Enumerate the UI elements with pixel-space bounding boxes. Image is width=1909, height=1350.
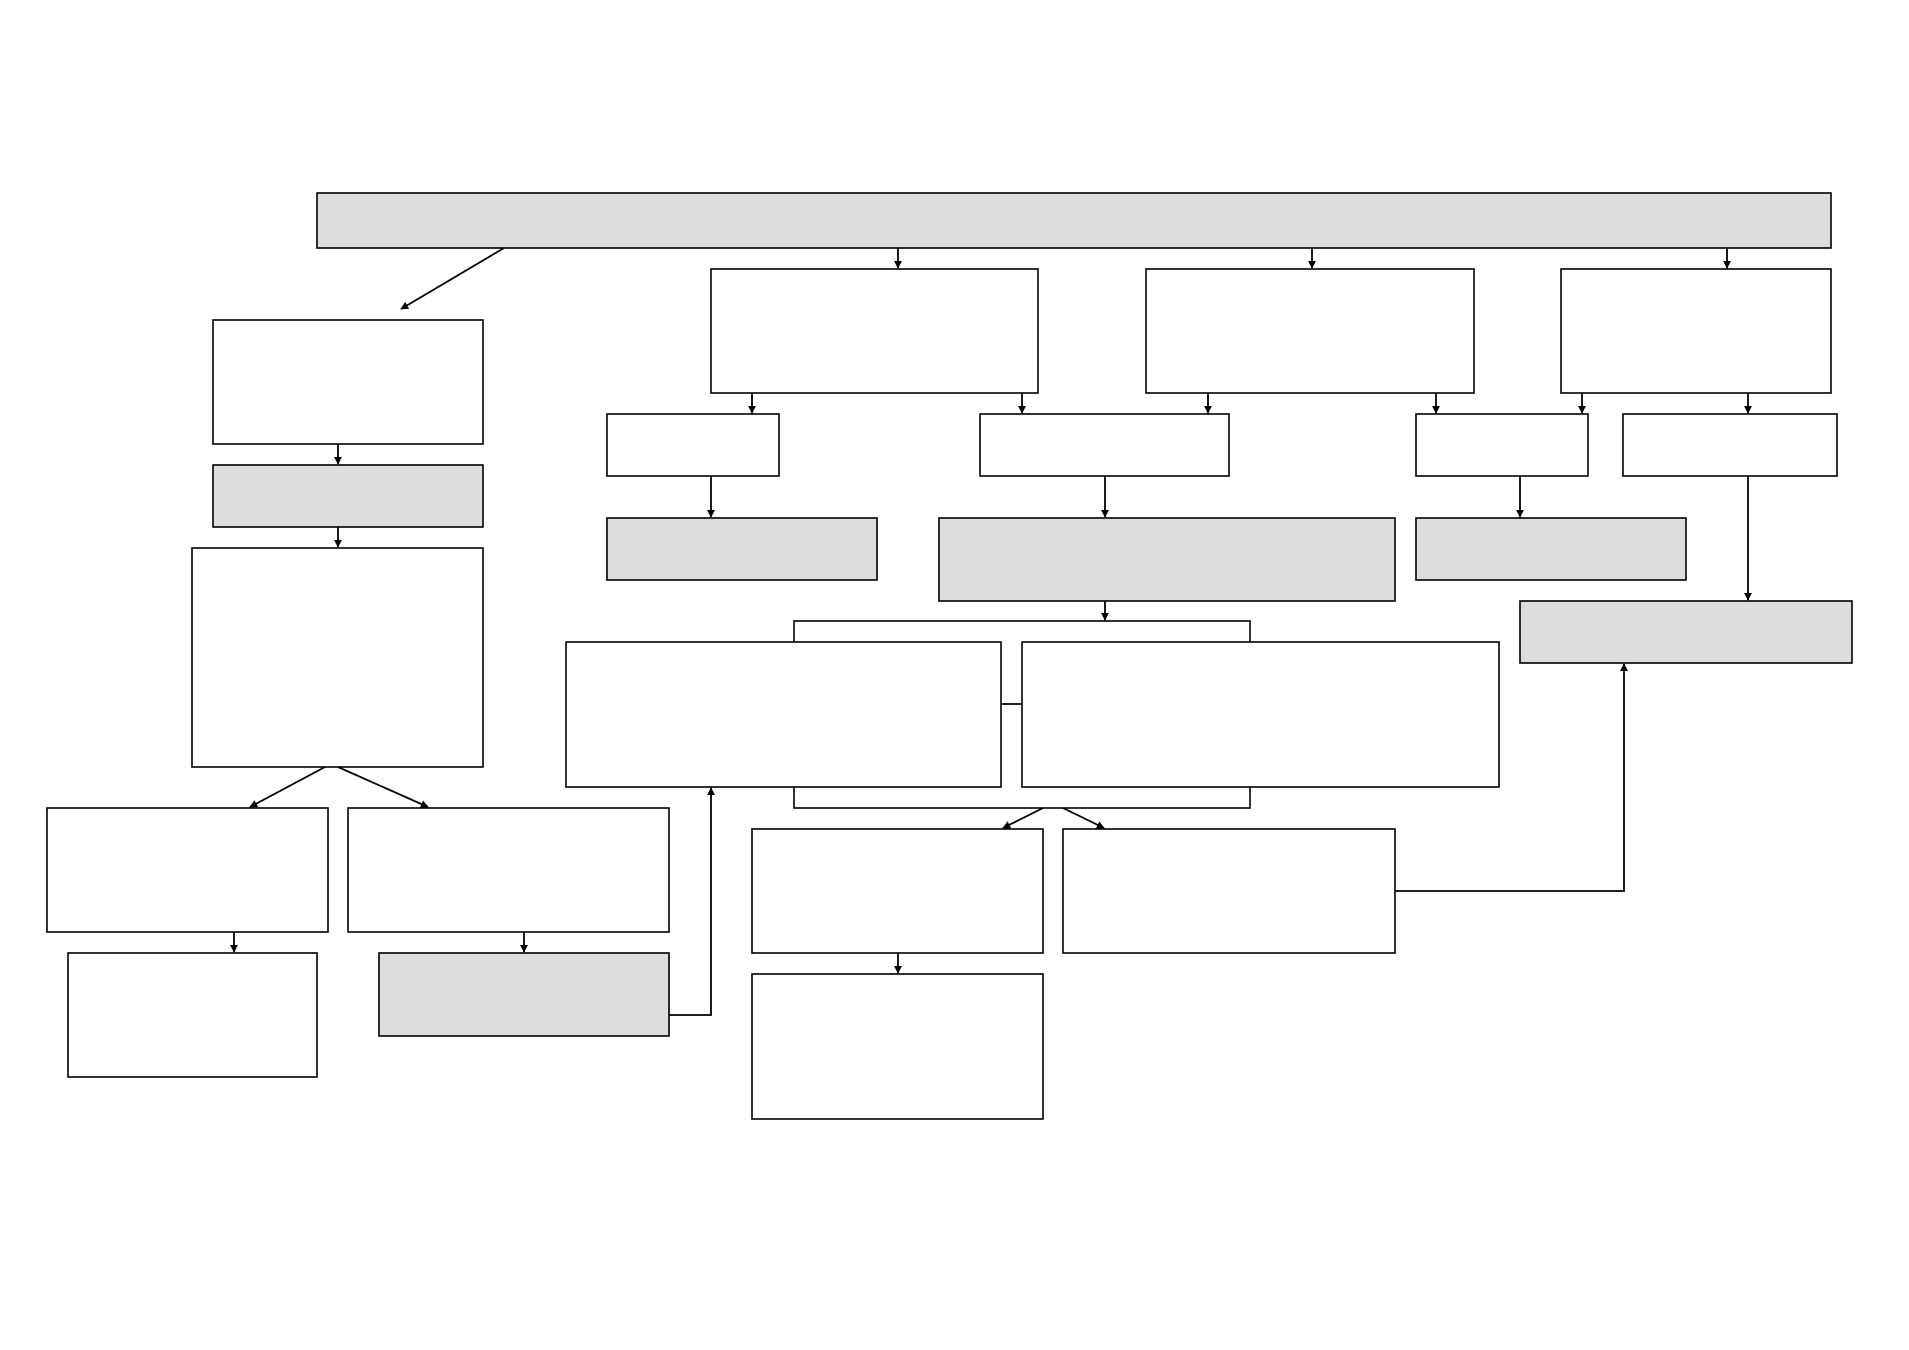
bottom-box-3 [751,973,1044,1120]
row2-box-2 [979,413,1230,477]
row2-box-3 [1415,413,1589,477]
bottom-box-2 [1062,828,1396,954]
left-box-1 [212,319,484,445]
mid-box-a [710,268,1039,394]
left-box-3 [191,547,484,768]
left-box-2 [212,464,484,528]
row3-box-1 [606,517,878,581]
group-box-left [565,641,1002,788]
group-box-right [1021,641,1500,788]
mid-box-b [1145,268,1475,394]
edge-left-box-3-to-left-leaf-2 [337,766,429,808]
top-banner-box [316,192,1832,249]
right-result-box [1519,600,1853,664]
edge-group-frame-to-bottom-box-1 [1002,807,1044,829]
left-leaf-3 [67,952,318,1078]
row2-box-1 [606,413,780,477]
edge-bottom-box-2-to-right-result [1395,663,1628,892]
bottom-box-1 [751,828,1044,954]
edge-left-box-3-to-left-leaf-1 [249,766,326,808]
left-leaf-4 [378,952,670,1037]
mid-box-c [1560,268,1832,394]
row3-box-2 [938,517,1396,602]
edge-group-frame-to-bottom-box-2 [1062,807,1105,829]
edge-left-leaf-4-to-group-box-left [669,787,715,1016]
left-leaf-2 [347,807,670,933]
left-leaf-1 [46,807,329,933]
edge-banner-to-left-box-1 [400,247,505,310]
row2-box-4 [1622,413,1838,477]
row3-box-3 [1415,517,1687,581]
